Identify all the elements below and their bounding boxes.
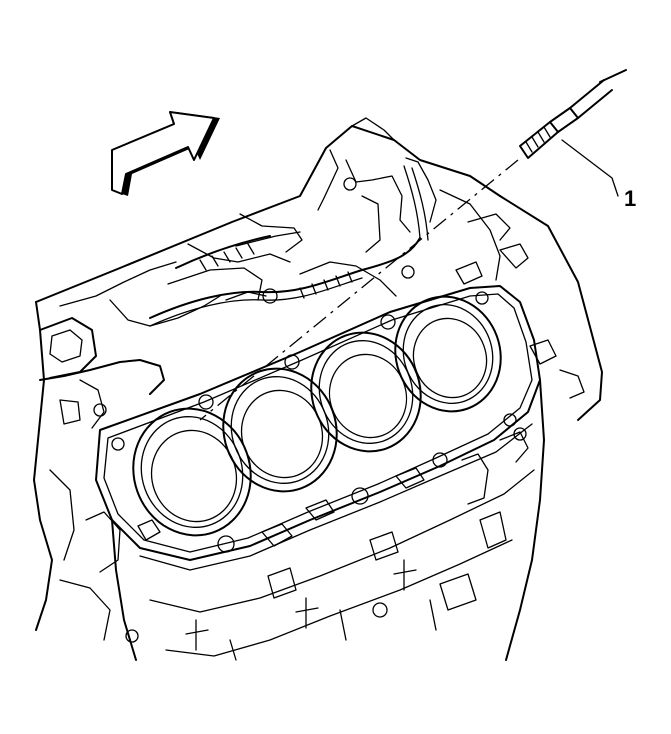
engine-block-lower-structure bbox=[111, 379, 545, 661]
cylinder-bore-2 bbox=[222, 367, 338, 493]
front-direction-arrow-icon bbox=[111, 111, 220, 196]
engine-block-upper-structure bbox=[33, 117, 603, 481]
callout-1-label: 1 bbox=[624, 186, 636, 211]
cylinder-bore-4 bbox=[394, 295, 502, 413]
engine-block-left-side bbox=[33, 317, 165, 641]
cylinder-bore-3 bbox=[310, 331, 422, 453]
dowel-pin-install-line bbox=[199, 159, 519, 421]
gasket-bolt-holes bbox=[111, 291, 517, 553]
dowel-pin-icon bbox=[519, 69, 627, 159]
callout-1: 1 bbox=[561, 139, 636, 211]
wiring-harness bbox=[149, 165, 429, 327]
